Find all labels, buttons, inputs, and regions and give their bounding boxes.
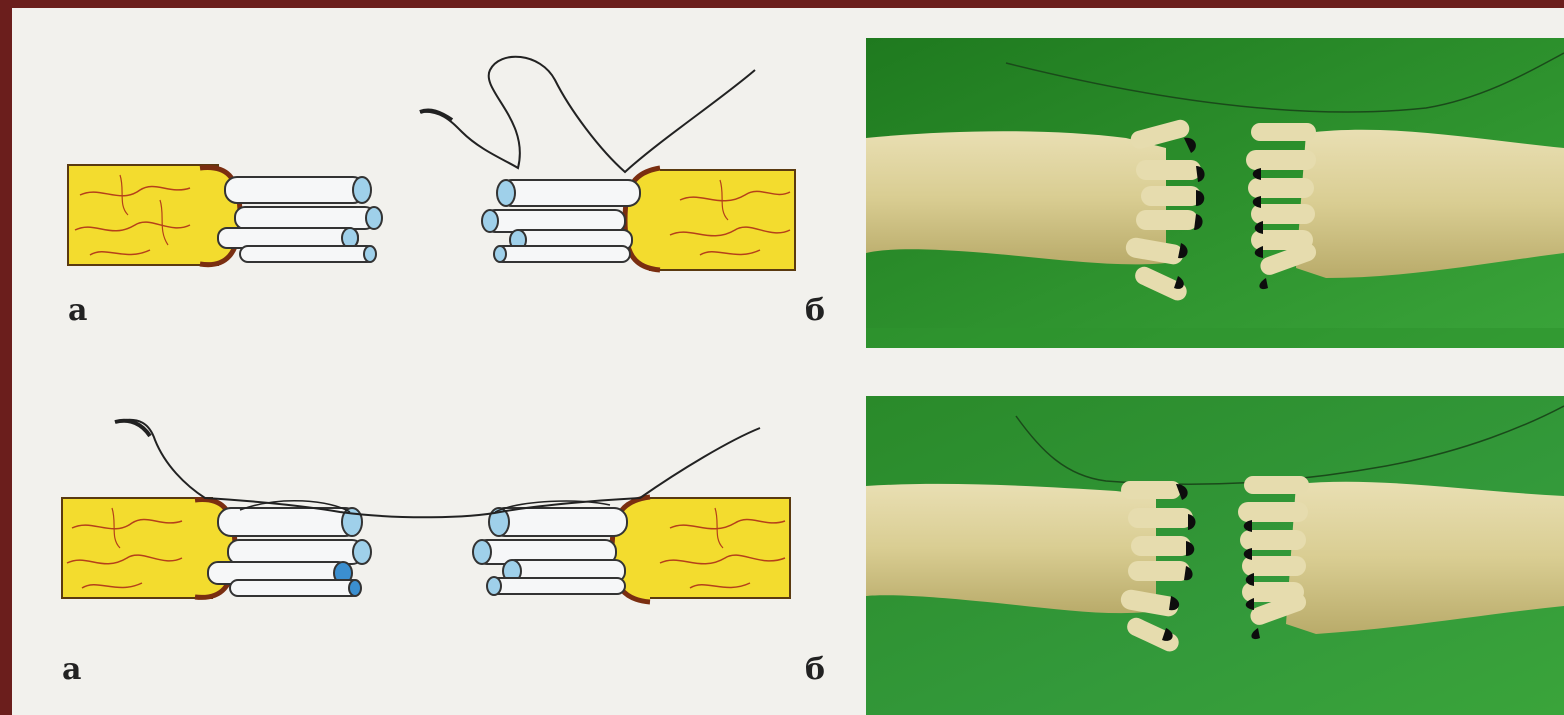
- label-bottom-a: а: [62, 652, 81, 687]
- fascicles: [208, 508, 371, 596]
- nerve-suture-diagram: [0, 0, 860, 715]
- nerve-photo-bottom: [866, 396, 1564, 715]
- fascicles: [473, 508, 627, 595]
- label-top-a: а: [68, 293, 87, 328]
- label-top-b: б: [805, 293, 825, 328]
- nerve-stump-top-right: [482, 168, 795, 270]
- fascicles: [218, 177, 382, 262]
- label-bottom-b: б: [805, 652, 825, 687]
- nerve-stump-bottom-left: [62, 498, 371, 598]
- nerve-stump-top-left: [68, 165, 382, 265]
- suture-thread-top: [420, 57, 755, 172]
- nerve-photo-top: [866, 38, 1564, 348]
- nerve-stump-bottom-right: [473, 497, 790, 602]
- fascicles: [482, 180, 640, 262]
